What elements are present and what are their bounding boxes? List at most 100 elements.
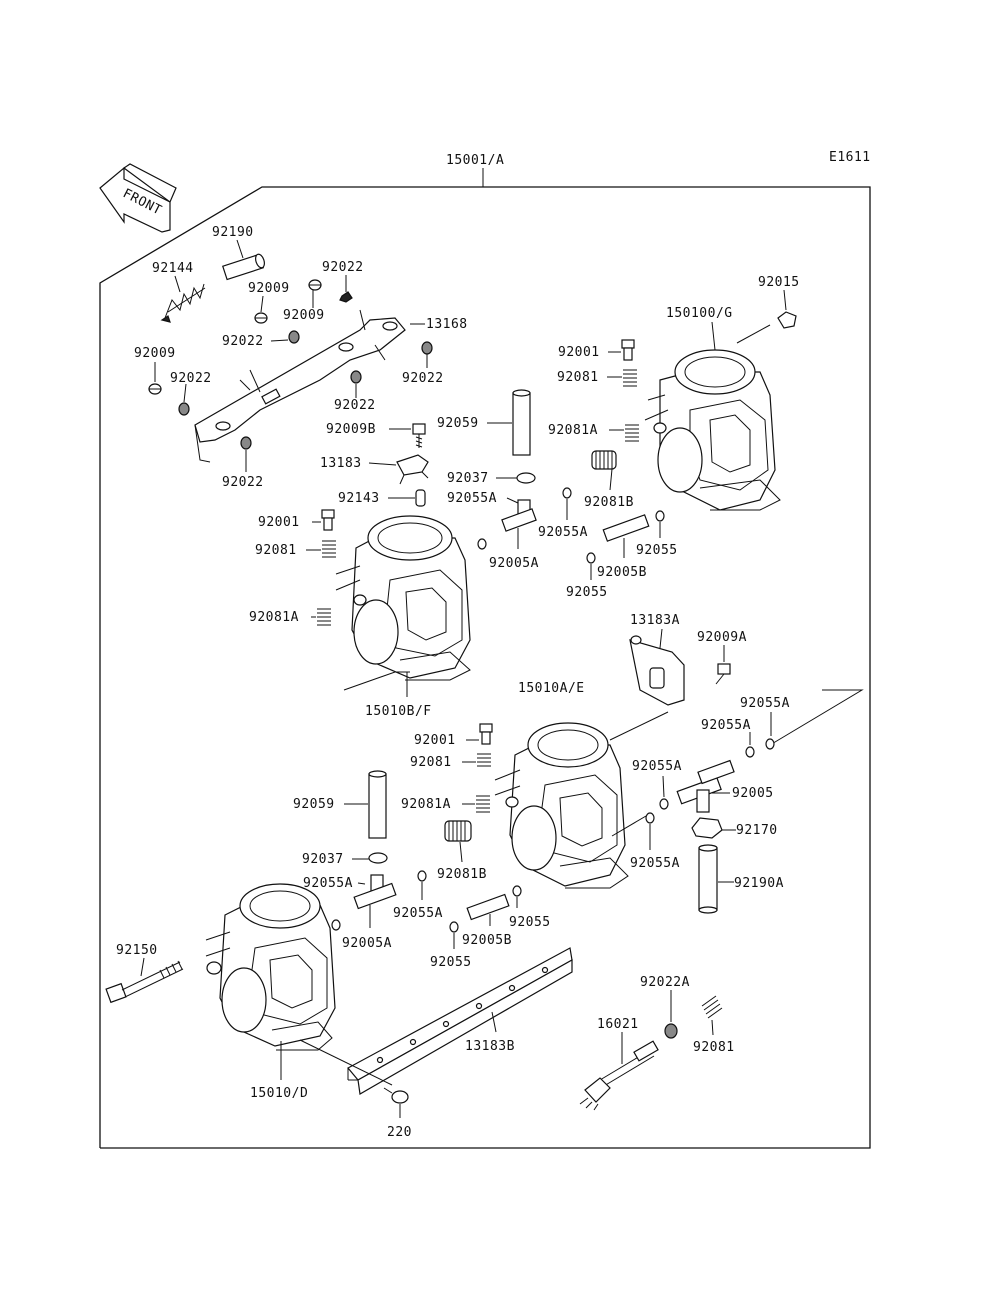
oring-92055A-low-left <box>331 919 341 931</box>
bracket-13183A <box>629 635 685 706</box>
label-150100G: 150100/G <box>666 306 733 321</box>
label-92055A-r3: 92055A <box>632 759 682 774</box>
assembly-frame <box>99 168 871 1149</box>
washer-92022A <box>664 1023 678 1039</box>
spring-92081-low <box>477 753 491 767</box>
bracket-plate <box>194 309 406 463</box>
label-92055A-low: 92055A <box>303 876 353 891</box>
sensor-16021 <box>579 1040 659 1111</box>
carburetor-15010D <box>205 883 336 1051</box>
tube-92190A <box>698 844 718 914</box>
label-92001-low: 92001 <box>414 733 456 748</box>
label-15010D: 15010/D <box>250 1086 308 1101</box>
label-92055A-r4: 92055A <box>630 856 680 871</box>
clamp-92170 <box>691 817 723 839</box>
oring-92055A-top-2 <box>562 487 572 499</box>
label-92009-b: 92009 <box>283 308 325 323</box>
label-92190: 92190 <box>212 225 254 240</box>
label-92022-top: 92022 <box>322 260 364 275</box>
tube-92059-top <box>512 389 531 456</box>
label-92005: 92005 <box>732 786 774 801</box>
carburetor-150100G <box>644 349 781 511</box>
washer-92022-b <box>288 330 300 344</box>
label-92081B-top: 92081B <box>584 495 634 510</box>
oring-92055-top <box>655 510 665 522</box>
label-92055-top2: 92055 <box>566 585 608 600</box>
label-220: 220 <box>387 1125 412 1140</box>
piston-92081B-low <box>444 820 472 842</box>
oring-92055A-r3 <box>659 798 669 810</box>
label-92009A: 92009A <box>697 630 747 645</box>
label-15010AE: 15010A/E <box>518 681 585 696</box>
label-92022-f: 92022 <box>222 475 264 490</box>
washer-92022-top <box>339 291 353 303</box>
label-92081-mid: 92081 <box>255 543 297 558</box>
label-13183: 13183 <box>320 456 362 471</box>
bolt-92009-left <box>148 383 162 395</box>
fitting-92005B-top <box>602 514 650 542</box>
tube-92059-low <box>368 770 387 839</box>
label-92190A: 92190A <box>734 876 784 891</box>
tube-92190 <box>222 253 265 281</box>
bolt-92009A <box>715 663 731 685</box>
oring-92055A-r4 <box>645 812 655 824</box>
label-92081-top: 92081 <box>557 370 599 385</box>
label-92150: 92150 <box>116 943 158 958</box>
label-92055A-top2: 92055A <box>538 525 588 540</box>
clip-92037-top <box>516 472 536 484</box>
label-92055A-r2: 92055A <box>701 718 751 733</box>
diagram-code: E1611 <box>829 150 871 165</box>
screw-220 <box>383 1087 409 1104</box>
bolt-92009-a <box>254 312 268 324</box>
label-92055-top: 92055 <box>636 543 678 558</box>
collar-92143 <box>415 489 426 507</box>
label-16021: 16021 <box>597 1017 639 1032</box>
fitting-92005A-top <box>501 499 537 532</box>
fitting-92005 <box>676 759 735 813</box>
label-92037-top: 92037 <box>447 471 489 486</box>
front-arrow: FRONT <box>99 163 177 233</box>
fitting-92005B-low <box>466 893 510 921</box>
label-92005A-low: 92005A <box>342 936 392 951</box>
spring-92144 <box>160 283 206 323</box>
label-92055-low2: 92055 <box>430 955 472 970</box>
spring-92081-mid <box>322 540 336 558</box>
spring-92081A-top <box>625 424 639 442</box>
label-92022-e: 92022 <box>334 398 376 413</box>
bracket-13183 <box>396 454 429 485</box>
label-92170: 92170 <box>736 823 778 838</box>
rail-13183B <box>347 947 573 1095</box>
label-92015: 92015 <box>758 275 800 290</box>
cap-92015 <box>777 311 797 329</box>
label-92005A-top: 92005A <box>489 556 539 571</box>
label-92001-mid: 92001 <box>258 515 300 530</box>
label-13183B: 13183B <box>465 1039 515 1054</box>
label-13183A: 13183A <box>630 613 680 628</box>
label-92081A-low: 92081A <box>401 797 451 812</box>
washer-92022-f <box>240 436 252 450</box>
spring-92081-top <box>623 369 637 387</box>
bolt-92150 <box>105 960 184 1004</box>
washer-92022-c <box>421 341 433 355</box>
label-92081B-low: 92081B <box>437 867 487 882</box>
oring-92055A-top-left <box>477 538 487 550</box>
assembly-label: 15001/A <box>446 153 504 168</box>
label-92081-low: 92081 <box>410 755 452 770</box>
label-92009-left: 92009 <box>134 346 176 361</box>
clip-92037-low <box>368 852 388 864</box>
piston-92081B-top <box>591 450 617 470</box>
label-92081A-mid: 92081A <box>249 610 299 625</box>
oring-92055-top-2 <box>586 552 596 564</box>
label-92144: 92144 <box>152 261 194 276</box>
label-13168: 13168 <box>426 317 468 332</box>
oring-92055-low-2 <box>449 921 459 933</box>
label-92022-b: 92022 <box>222 334 264 349</box>
label-92005B-top: 92005B <box>597 565 647 580</box>
oring-92055A-r1 <box>765 738 775 750</box>
label-92022-d: 92022 <box>170 371 212 386</box>
bolt-92009-b <box>308 279 322 291</box>
spring-92081A-low <box>476 795 490 813</box>
oring-92055-low <box>512 885 522 897</box>
label-92005B-low: 92005B <box>462 933 512 948</box>
